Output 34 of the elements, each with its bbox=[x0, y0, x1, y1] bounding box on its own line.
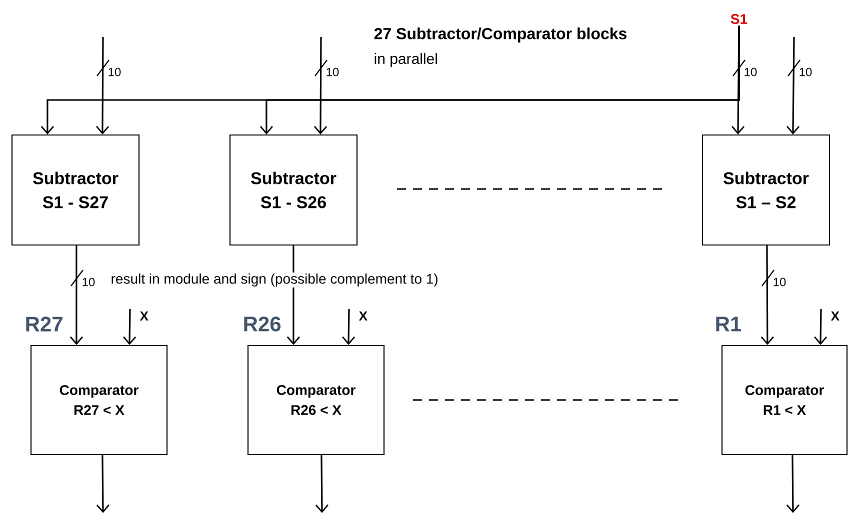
arrow bbox=[314, 37, 328, 134]
edge-label: 10 bbox=[744, 68, 757, 76]
edge-label: result in module and sign (possible complement to 1) bbox=[110, 272, 440, 288]
signal-label: R26 bbox=[244, 316, 281, 332]
comparator-box: Comparator R26 < X bbox=[247, 344, 385, 456]
edge-label: 10 bbox=[82, 278, 95, 286]
arrow bbox=[123, 309, 136, 345]
title: 27 Subtractor/Comparator blocks bbox=[374, 28, 627, 42]
subtractor-box: Subtractor S1 – S2 bbox=[702, 134, 830, 246]
arrow bbox=[786, 455, 800, 513]
arrow bbox=[786, 37, 800, 134]
signal-label: S1 bbox=[730, 14, 748, 24]
edge-label: 10 bbox=[108, 68, 121, 76]
edge-label: X bbox=[830, 312, 840, 320]
arrow bbox=[760, 246, 774, 345]
arrow bbox=[96, 37, 110, 134]
note: in parallel bbox=[374, 53, 437, 67]
arrow bbox=[70, 246, 83, 345]
subtractor-box: Subtractor S1 - S26 bbox=[229, 134, 358, 246]
signal-label: R1 bbox=[716, 316, 742, 332]
arrow bbox=[315, 455, 328, 513]
subtractor-box: Subtractor S1 - S27 bbox=[11, 134, 140, 246]
arrow bbox=[96, 455, 110, 513]
edge-label: X bbox=[140, 312, 148, 320]
arrow bbox=[814, 309, 828, 345]
edge-label: 10 bbox=[326, 68, 339, 76]
signal-label: R27 bbox=[26, 316, 62, 332]
arrow bbox=[732, 26, 745, 134]
edge-label: X bbox=[358, 312, 368, 320]
edge-label: 10 bbox=[774, 278, 786, 286]
comparator-box: Comparator R1 < X bbox=[721, 344, 848, 456]
arrow bbox=[342, 309, 356, 345]
edge-label: 10 bbox=[800, 68, 812, 76]
comparator-box: Comparator R27 < X bbox=[30, 344, 168, 456]
